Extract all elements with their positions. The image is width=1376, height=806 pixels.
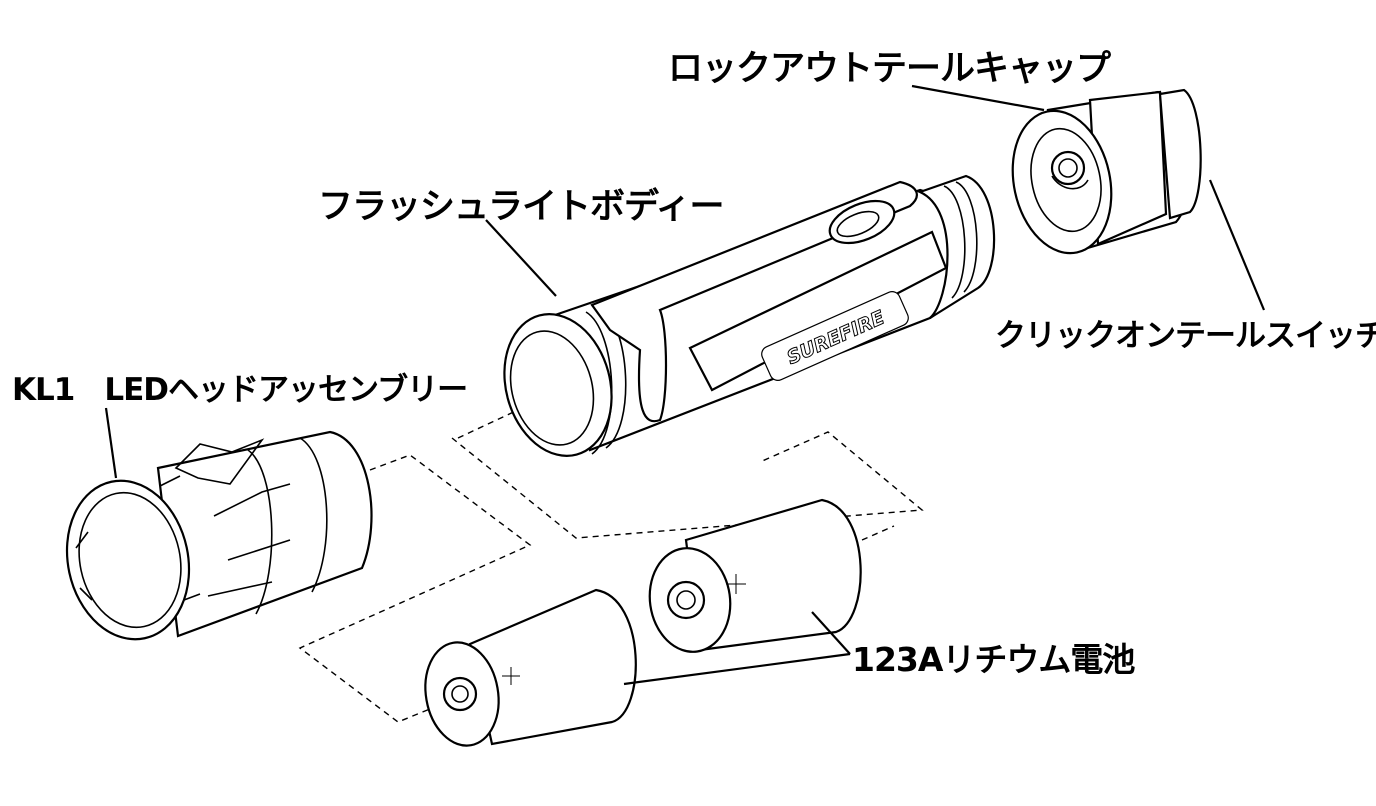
battery-part: [424, 588, 637, 747]
lockout-tailcap-part: [1011, 88, 1202, 255]
battery-label: 123Aリチウム電池: [852, 640, 1135, 679]
switch-label: クリックオンテールスイッチ: [995, 318, 1376, 354]
flashlight-body-part: SUREFIRE: [503, 174, 996, 457]
battery-part: [648, 498, 862, 653]
head-label: KL1 LEDヘッドアッセンブリー: [12, 372, 468, 408]
led-head-part: [65, 430, 373, 641]
leader-lines: [104, 84, 1266, 686]
body-label: フラッシュライトボディー: [318, 187, 725, 227]
tailcap-label: ロックアウトテールキャップ: [668, 49, 1111, 89]
assembly-guide-lines: [298, 394, 924, 723]
